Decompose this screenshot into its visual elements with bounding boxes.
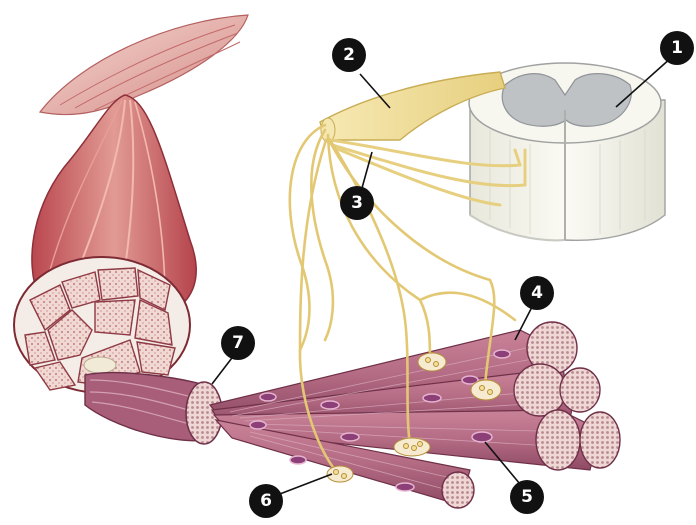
marker-2: 2 [332, 38, 366, 72]
muscle-fibers [210, 322, 620, 508]
fascicle-bundle [85, 373, 222, 444]
marker-label-6: 6 [260, 491, 272, 511]
marker-label-5: 5 [521, 487, 533, 507]
marker-7: 7 [221, 326, 255, 360]
marker-4: 4 [520, 276, 554, 310]
marker-5: 5 [510, 480, 544, 514]
marker-6: 6 [249, 484, 283, 518]
marker-label-7: 7 [232, 333, 244, 353]
marker-3: 3 [340, 186, 374, 220]
marker-1: 1 [660, 31, 694, 65]
marker-label-2: 2 [343, 45, 355, 65]
muscle-tendon-top [40, 15, 248, 115]
marker-label-4: 4 [531, 283, 543, 303]
marker-label-3: 3 [351, 193, 363, 213]
whole-muscle [14, 15, 248, 393]
marker-label-1: 1 [671, 38, 683, 58]
